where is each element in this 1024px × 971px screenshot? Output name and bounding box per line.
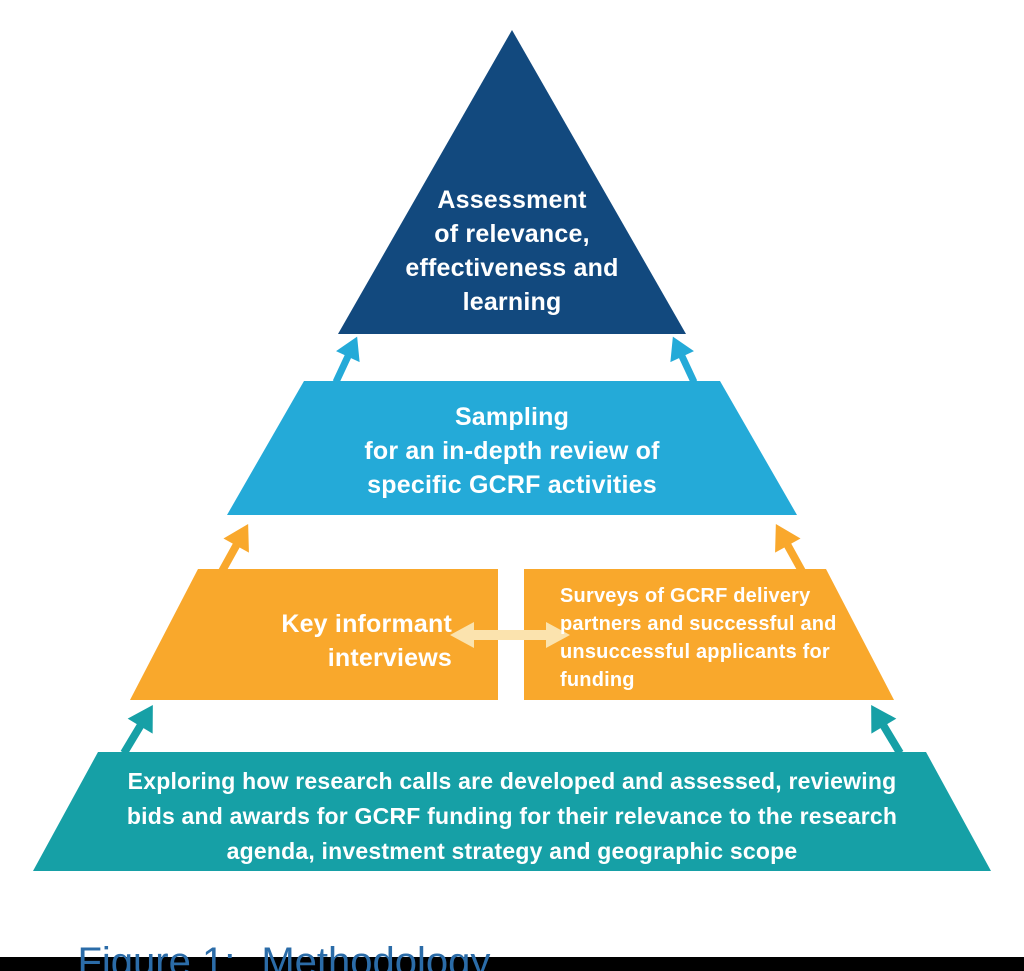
up-arrow-icon-teal-left <box>111 697 166 761</box>
pyramid-level-surveys-shape <box>524 569 894 700</box>
up-arrow-icon-cyan-left <box>324 331 369 388</box>
up-arrow-icon-teal-right <box>858 697 913 761</box>
pyramid-level-sampling-label: Sampling for an in-depth review of speci… <box>364 403 660 499</box>
up-arrow-icon-cyan-right <box>661 331 706 388</box>
pyramid-level-interviews-label: Key informant interviews <box>281 610 452 672</box>
bottom-bar <box>0 957 1024 971</box>
figure-caption-title: Methodology <box>261 940 491 971</box>
pyramid-level-interviews-shape <box>130 569 498 700</box>
double-arrow-icon <box>450 622 570 648</box>
figure-caption: Figure 1: Methodology <box>33 895 490 971</box>
pyramid-level-assessment-shape <box>338 30 686 334</box>
pyramid-level-assessment-label: Assessment of relevance, effectiveness a… <box>405 186 619 316</box>
figure-caption-label: Figure 1: <box>77 940 236 971</box>
pyramid-level-surveys-label: Surveys of GCRF delivery partners and su… <box>560 585 837 691</box>
pyramid-level-sampling-shape <box>227 381 797 515</box>
pyramid-level-exploring-shape <box>33 752 991 871</box>
pyramid-level-exploring-label: Exploring how research calls are develop… <box>126 768 898 864</box>
